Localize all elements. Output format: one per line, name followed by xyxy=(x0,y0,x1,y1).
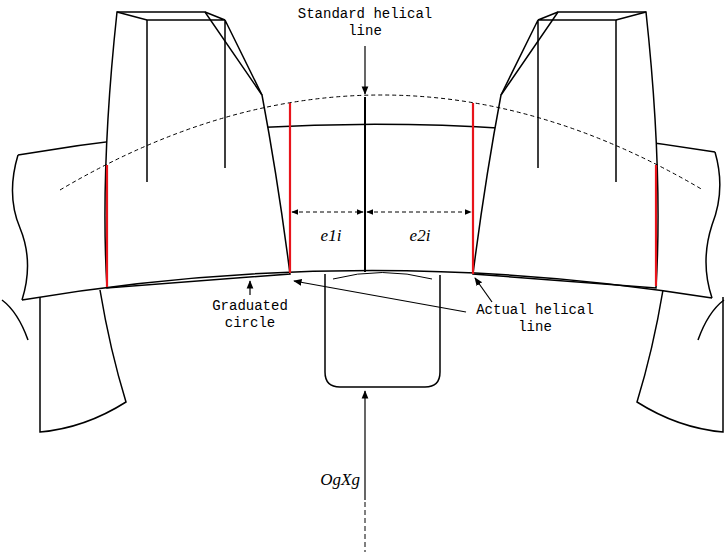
leader-arrow xyxy=(294,281,466,312)
leader-arrow xyxy=(249,281,250,295)
tooth-bevel xyxy=(538,12,646,20)
helical-line-label: Actual helical line xyxy=(470,302,600,336)
root-fillet xyxy=(333,273,432,280)
graduated-circle xyxy=(22,270,712,300)
leader-arrow xyxy=(364,46,365,94)
tooth-bevel xyxy=(117,12,225,20)
axis-label: OgXg xyxy=(296,470,360,490)
leader-arrow xyxy=(475,278,492,302)
dimension-arrow xyxy=(292,212,363,213)
break-line xyxy=(12,155,27,300)
break-line xyxy=(706,152,720,298)
axis-arrow xyxy=(364,391,365,500)
circle-label: Graduated circle xyxy=(205,298,295,332)
tooth-outline xyxy=(105,12,290,288)
lower-tooth xyxy=(2,300,28,340)
lower-tooth xyxy=(698,300,724,340)
dimension-label: e1i xyxy=(306,226,356,246)
dimension-label: e2i xyxy=(392,226,448,246)
dashed-arc xyxy=(60,95,703,190)
actual-helical-line xyxy=(107,103,656,287)
tooth-edge xyxy=(147,20,262,182)
standard-line-label: Standard helical line xyxy=(290,6,440,40)
dimension-arrow xyxy=(367,212,471,213)
lower-tooth xyxy=(637,290,723,432)
standard-helical-line xyxy=(364,97,366,272)
tooth-outline xyxy=(473,12,658,288)
tooth-root xyxy=(325,274,440,387)
lower-tooth xyxy=(40,290,126,432)
gear-tooth xyxy=(105,12,290,288)
tooth-edge xyxy=(501,20,616,182)
axis-line xyxy=(365,502,366,552)
gear-tooth xyxy=(473,12,658,288)
